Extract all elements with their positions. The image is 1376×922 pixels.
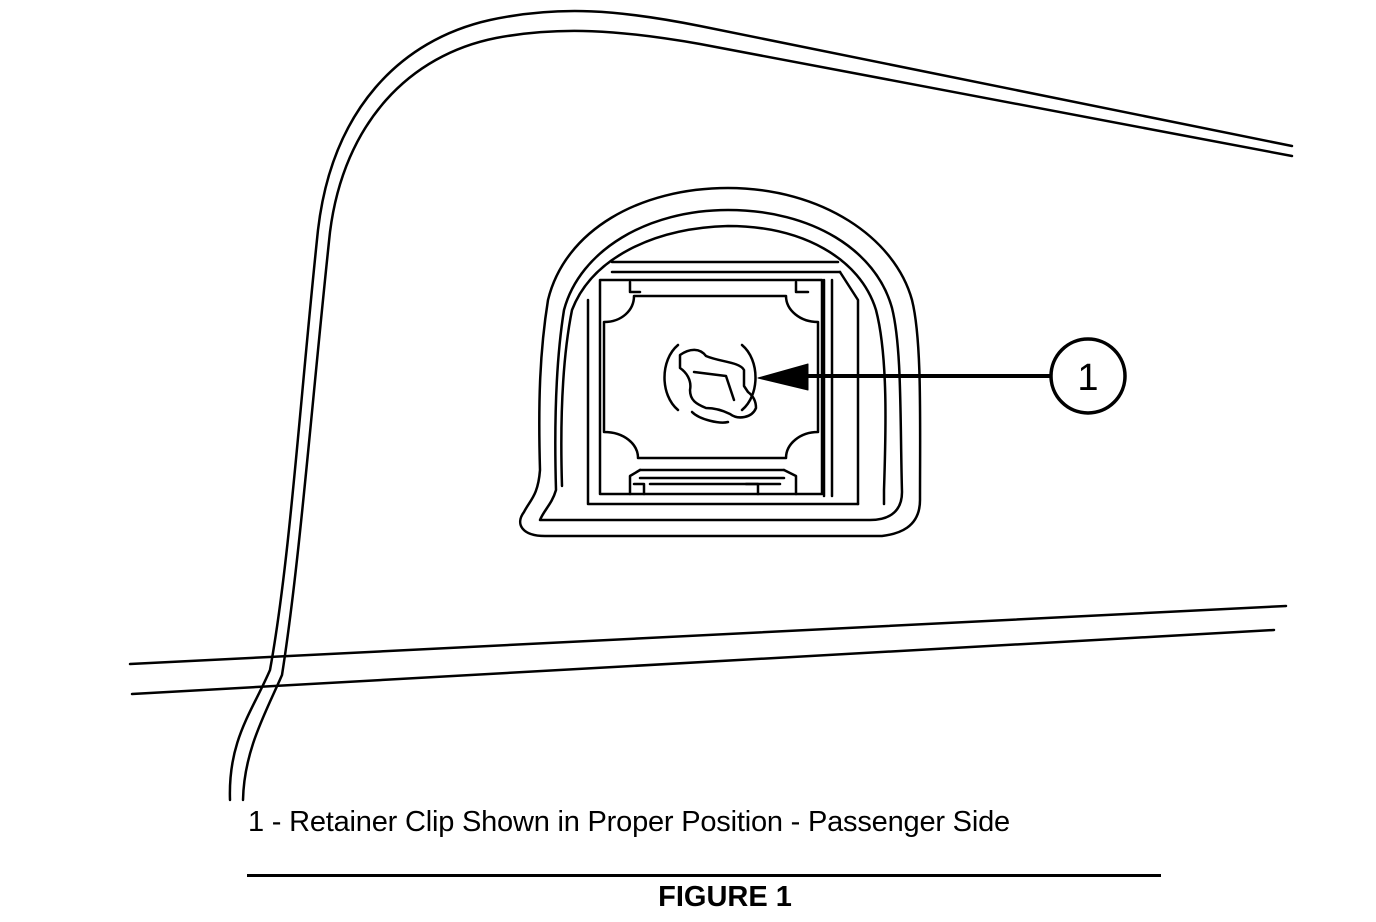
access-opening: [519, 186, 922, 538]
panel-top-edge: [228, 9, 1294, 802]
callout-circle: [1049, 337, 1127, 415]
figure-caption: 1 - Retainer Clip Shown in Proper Positi…: [248, 806, 1010, 838]
clip-center-hole: [663, 343, 758, 424]
figure-title: FIGURE 1: [658, 881, 792, 913]
retainer-clip: [598, 278, 824, 496]
callout-number: 1: [1077, 357, 1098, 399]
caption-divider: [247, 874, 1161, 877]
callout-leader-arrow: [757, 363, 1052, 391]
panel-lower-edge: [128, 604, 1288, 696]
